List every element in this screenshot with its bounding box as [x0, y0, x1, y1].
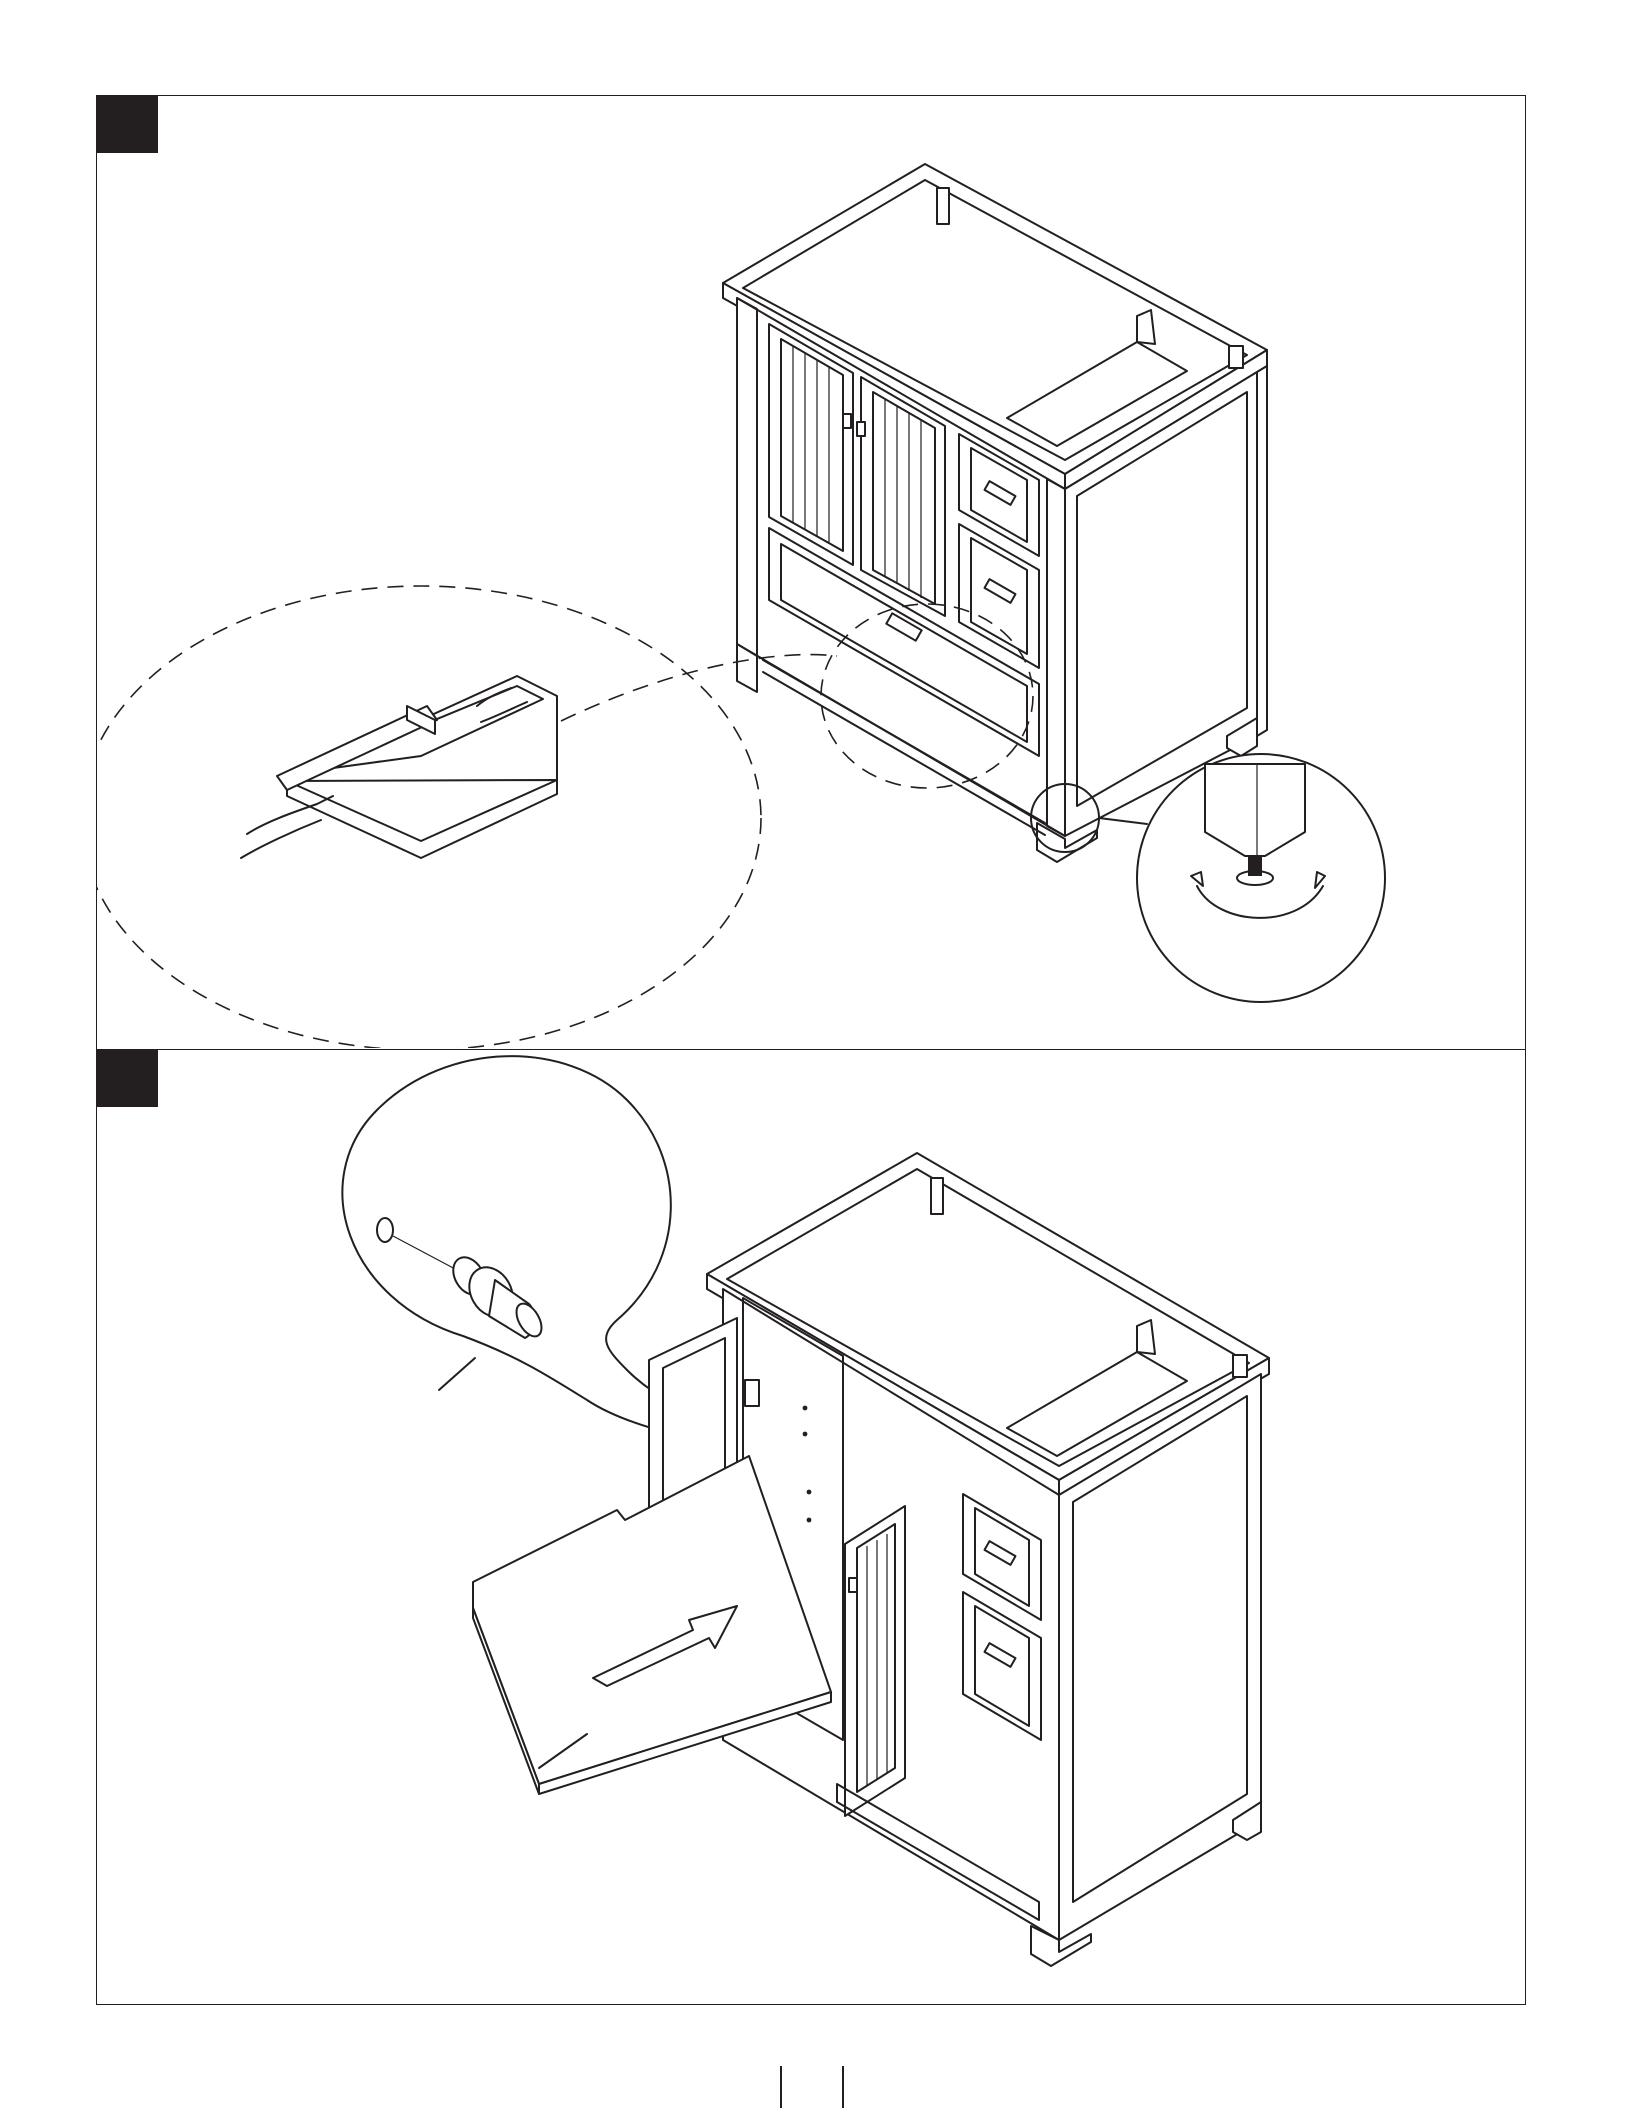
drawer-detail-icon — [241, 676, 557, 858]
step-1-panel — [96, 95, 1526, 1050]
page-mark-left — [780, 2066, 782, 2108]
step-2-illustration — [97, 1050, 1525, 2002]
page-number-marks — [780, 2066, 844, 2112]
step-2-panel — [96, 1049, 1526, 2005]
page-mark-right — [842, 2066, 844, 2108]
step-1-illustration — [97, 96, 1525, 1048]
